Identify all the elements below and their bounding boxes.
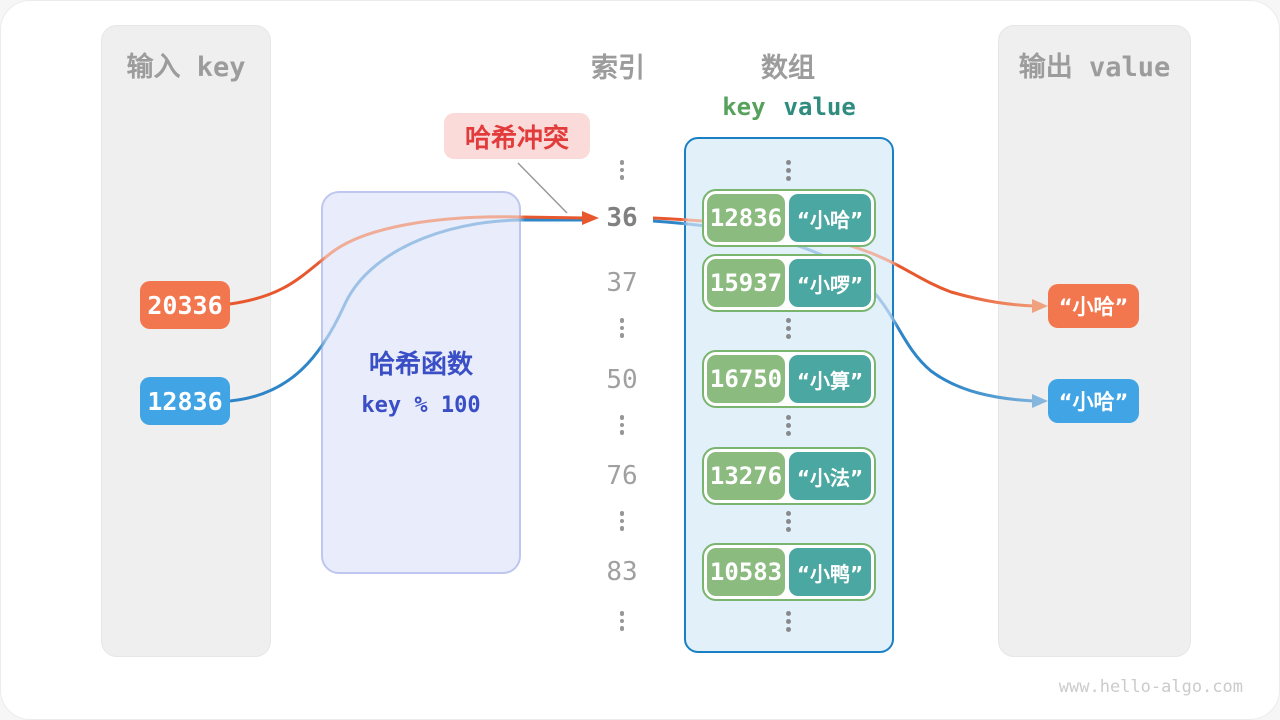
index-ellipsis (592, 511, 652, 531)
index-value-83: 83 (606, 557, 638, 587)
array-entry: 12836 “小哈” (702, 189, 876, 247)
entry-key: 10583 (707, 548, 785, 596)
entry-value: “小啰” (789, 259, 871, 307)
entry-value: “小哈” (789, 194, 871, 242)
entry-value: “小鸭” (789, 548, 871, 596)
curve-input-orange (229, 215, 586, 306)
key-label: key (722, 93, 766, 121)
array-ellipsis (758, 318, 818, 339)
array-subheader: key value (683, 93, 895, 121)
arrowhead-to-output-blue (1032, 394, 1048, 408)
input-key-20336: 20336 (140, 281, 230, 329)
array-ellipsis (758, 511, 818, 532)
index-value-76: 76 (606, 461, 638, 491)
index-value-50: 50 (606, 365, 638, 395)
entry-value: “小法” (789, 452, 871, 500)
entry-key: 13276 (707, 452, 785, 500)
index-column-header: 索引 (591, 53, 645, 84)
output-value-orange: “小哈” (1048, 284, 1139, 328)
hash-function-name: 哈希函数 (368, 350, 473, 380)
output-panel (998, 25, 1191, 657)
input-panel (101, 25, 271, 657)
input-panel-title: 输入 key (126, 52, 246, 83)
array-column-header: 数组 (761, 53, 815, 84)
array-ellipsis (758, 415, 818, 436)
entry-key: 16750 (707, 355, 785, 403)
hash-function-formula: key % 100 (361, 393, 481, 418)
array-entry: 15937 “小啰” (702, 254, 876, 312)
array-entry: 13276 “小法” (702, 447, 876, 505)
input-key-12836: 12836 (140, 377, 230, 425)
index-ellipsis (592, 160, 652, 180)
value-label: value (783, 93, 856, 121)
curve-input-blue (229, 218, 584, 403)
array-ellipsis (758, 611, 818, 632)
output-value-blue: “小哈” (1048, 379, 1139, 423)
entry-key: 12836 (707, 194, 785, 242)
array-entry: 10583 “小鸭” (702, 543, 876, 601)
entry-key: 15937 (707, 259, 785, 307)
watermark: www.hello-algo.com (1058, 677, 1243, 697)
collision-pointer-line (517, 162, 568, 214)
index-value-36: 36 (606, 203, 638, 233)
arrowhead-to-output-orange (1032, 299, 1048, 313)
output-panel-title: 输出 value (1018, 52, 1171, 83)
index-ellipsis (592, 611, 652, 631)
hash-function-box (321, 191, 521, 574)
array-ellipsis (758, 160, 818, 181)
array-entry: 16750 “小算” (702, 350, 876, 408)
index-value-37: 37 (606, 268, 638, 298)
entry-value: “小算” (789, 355, 871, 403)
hash-collision-label: 哈希冲突 (444, 113, 590, 159)
index-ellipsis (592, 318, 652, 338)
index-ellipsis (592, 415, 652, 435)
arrowhead-to-index (582, 211, 599, 225)
